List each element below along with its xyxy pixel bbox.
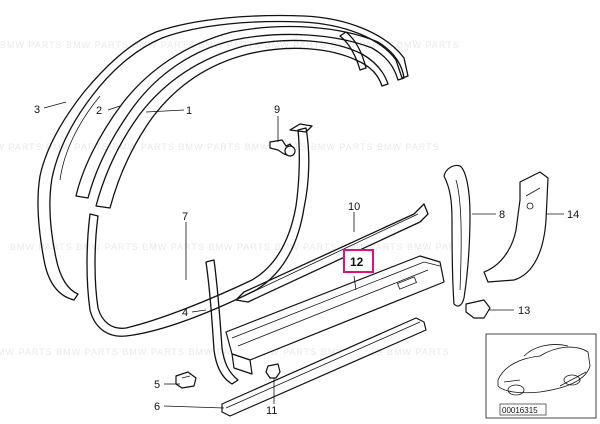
part-label-13[interactable]: 13 [518, 305, 530, 317]
window-seal-inner [95, 31, 389, 209]
part-label-1[interactable]: 1 [186, 105, 192, 117]
part-label-12[interactable]: 12 [350, 255, 364, 269]
entrance-cover-strip [225, 255, 445, 375]
leader-lines [43, 101, 564, 409]
b-pillar-trim [483, 171, 549, 283]
clip-part-11 [265, 363, 281, 379]
a-pillar-trim [443, 164, 471, 307]
sill-moulding-lower [221, 317, 427, 417]
part-label-2[interactable]: 2 [96, 105, 102, 117]
svg-text:BMW PARTS BMW PARTS BMW PARTS: BMW PARTS BMW PARTS BMW PARTS BMW PARTS … [0, 142, 440, 152]
clip-part-13 [465, 299, 491, 319]
clip-part-9 [269, 139, 296, 157]
part-label-5[interactable]: 5 [154, 379, 160, 391]
inset-car-thumbnail: 00016315 [485, 333, 597, 419]
watermark: BMW PARTS BMW PARTS BMW PARTS BMW PARTS … [0, 40, 470, 357]
window-channel [75, 25, 405, 199]
part-label-4[interactable]: 4 [182, 307, 188, 319]
door-frame-seal-outer [37, 14, 409, 301]
part-label-9[interactable]: 9 [274, 104, 280, 116]
svg-text:BMW PARTS BMW PARTS BMW PARTS: BMW PARTS BMW PARTS BMW PARTS BMW PARTS … [0, 40, 460, 50]
inset-code: 00016315 [502, 406, 538, 415]
door-opening-seal [86, 123, 313, 337]
sill-seal-upper [235, 203, 429, 303]
part-label-14[interactable]: 14 [567, 209, 579, 221]
svg-text:BMW PARTS BMW PARTS BMW PARTS: BMW PARTS BMW PARTS BMW PARTS BMW PARTS … [0, 347, 450, 357]
part-label-7[interactable]: 7 [182, 211, 188, 223]
part-label-11[interactable]: 11 [266, 405, 277, 417]
clip-part-5 [175, 371, 197, 389]
part-12-highlight-box [343, 249, 374, 273]
part-labels: 1 2 3 4 5 6 7 8 9 10 11 12 13 14 [34, 104, 579, 417]
svg-text:BMW PARTS BMW PARTS BMW PARTS: BMW PARTS BMW PARTS BMW PARTS BMW PARTS … [10, 242, 470, 252]
part-label-8[interactable]: 8 [499, 209, 505, 221]
pillar-seal-strip [205, 259, 239, 385]
part-label-3[interactable]: 3 [34, 104, 40, 116]
part-label-10[interactable]: 10 [348, 201, 360, 213]
part-label-6[interactable]: 6 [154, 401, 160, 413]
